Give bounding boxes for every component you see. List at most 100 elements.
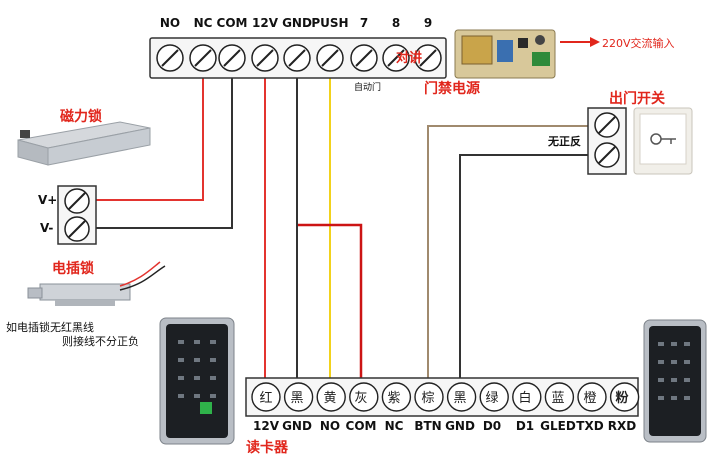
top-label-com: COM: [216, 16, 248, 30]
bottom-cn-11: 粉: [615, 391, 629, 406]
bottom-label-d1: D1: [515, 419, 535, 433]
keypad-key: [194, 394, 200, 398]
bottom-screw-gnd[interactable]: [283, 382, 314, 412]
keypad-key: [658, 342, 664, 346]
bottom-cn-4: 紫: [387, 391, 401, 406]
bottom-cn-9: 蓝: [551, 391, 565, 406]
bottom-label-com: COM: [345, 419, 377, 433]
maglock-vminus-label: V-: [40, 221, 54, 235]
top-terminal-block: [149, 37, 447, 79]
reader-title: 读卡器: [246, 440, 288, 456]
top-label-8: 8: [391, 16, 401, 30]
bottom-cn-7: 绿: [485, 391, 499, 406]
bottom-screw-btn[interactable]: [414, 382, 444, 412]
keypad-key: [684, 396, 690, 400]
magnetic-lock-image: [17, 121, 151, 166]
bottom-cn-3: 灰: [354, 391, 368, 406]
top-label-nc: NC: [193, 16, 213, 30]
bottom-terminal-block: [245, 377, 640, 417]
keypad-key: [210, 376, 216, 380]
wire-com-to-maglock-plus: [90, 60, 204, 201]
bottom-screw-nc[interactable]: [381, 382, 412, 412]
keypad-key: [210, 340, 216, 344]
bottom-label-12v: 12V: [253, 419, 279, 433]
wire-jumper-red: [298, 223, 363, 395]
keypad-key: [210, 358, 216, 362]
top-label-12v: 12V: [252, 16, 278, 30]
keypad-key: [178, 358, 184, 362]
bottom-screw-d1[interactable]: [512, 382, 542, 412]
bottom-cn-0: 红: [259, 391, 273, 406]
exit-button-image: [633, 107, 693, 175]
bottom-label-nc: NC: [384, 419, 404, 433]
keypad-reader-left: [159, 317, 235, 445]
bottom-label-btn: BTN: [414, 419, 442, 433]
bottom-label-gnd2: GND: [445, 419, 475, 433]
bottom-cn-10: 橙: [583, 391, 597, 406]
exit-button-title: 出门开关: [609, 91, 665, 107]
maglock-title: 磁力锁: [60, 109, 102, 125]
keypad-key: [671, 342, 677, 346]
bottom-cn-8: 白: [518, 391, 532, 406]
bottom-label-txd: TXD: [576, 419, 604, 433]
bottom-screw-com[interactable]: [349, 382, 379, 412]
keypad-key: [671, 360, 677, 364]
bottom-cn-1: 黑: [290, 391, 304, 406]
maglock-terminal: [57, 185, 97, 245]
maglock-vplus-label: V+: [38, 193, 58, 207]
auto-door-label: 自动门: [354, 83, 382, 93]
bottom-terminal-screws: [251, 382, 640, 412]
bottom-label-gled: GLED: [540, 419, 576, 433]
bottom-cn-5: 棕: [421, 391, 435, 406]
bottom-screw-12v[interactable]: [251, 382, 281, 412]
keypad-key: [671, 378, 677, 382]
keypad-key: [684, 342, 690, 346]
keypad-key: [210, 394, 216, 398]
exit-button-side-label: 无正反: [548, 135, 581, 148]
keypad-key: [658, 396, 664, 400]
wire-gnd2-black: [459, 154, 598, 395]
bottom-screw-no[interactable]: [316, 382, 346, 412]
wires: [90, 60, 598, 395]
power-supply-board: [454, 29, 600, 79]
ac-input-label: 220V交流输入: [602, 37, 675, 50]
power-supply-title: 门禁电源: [424, 81, 480, 97]
bottom-cn-2: 黄: [323, 391, 337, 406]
bottom-label-rxd: RXD: [607, 419, 637, 433]
top-label-no: NO: [159, 16, 181, 30]
keypad-key: [194, 376, 200, 380]
keypad-reader-right: [643, 319, 707, 443]
bottom-label-no: NO: [319, 419, 341, 433]
top-label-9: 9: [423, 16, 433, 30]
bottom-screw-gnd[interactable]: [446, 382, 477, 412]
electric-bolt-image: [27, 261, 166, 306]
bottom-label-d0: D0: [482, 419, 502, 433]
keypad-key: [178, 394, 184, 398]
keypad-key: [684, 378, 690, 382]
keypad-key: [194, 358, 200, 362]
electric-bolt-note-1: 如电插锁无红黑线: [6, 321, 94, 334]
bottom-label-gnd: GND: [282, 419, 312, 433]
wire-nc-to-maglock-minus: [90, 60, 233, 229]
bottom-screw-rxd[interactable]: [609, 382, 640, 412]
bottom-screw-txd[interactable]: [577, 382, 607, 412]
exit-button-terminal: [587, 107, 627, 175]
keypad-key: [194, 340, 200, 344]
keypad-key: [684, 360, 690, 364]
top-label-push: PUSH: [311, 16, 349, 30]
electric-bolt-note-2: 则接线不分正负: [62, 335, 139, 348]
wire-btn-brown: [427, 125, 598, 395]
keypad-key: [658, 378, 664, 382]
bottom-cn-6: 黑: [453, 391, 467, 406]
top-label-7: 7: [359, 16, 369, 30]
bottom-screw-gled[interactable]: [544, 382, 575, 412]
keypad-key: [658, 360, 664, 364]
intercom-label: 对讲: [396, 51, 423, 66]
top-label-gnd: GND: [282, 16, 312, 30]
electric-bolt-title: 电插锁: [52, 261, 94, 277]
keypad-key: [178, 376, 184, 380]
bottom-screw-d0[interactable]: [479, 382, 509, 412]
keypad-key: [178, 340, 184, 344]
keypad-key: [671, 396, 677, 400]
